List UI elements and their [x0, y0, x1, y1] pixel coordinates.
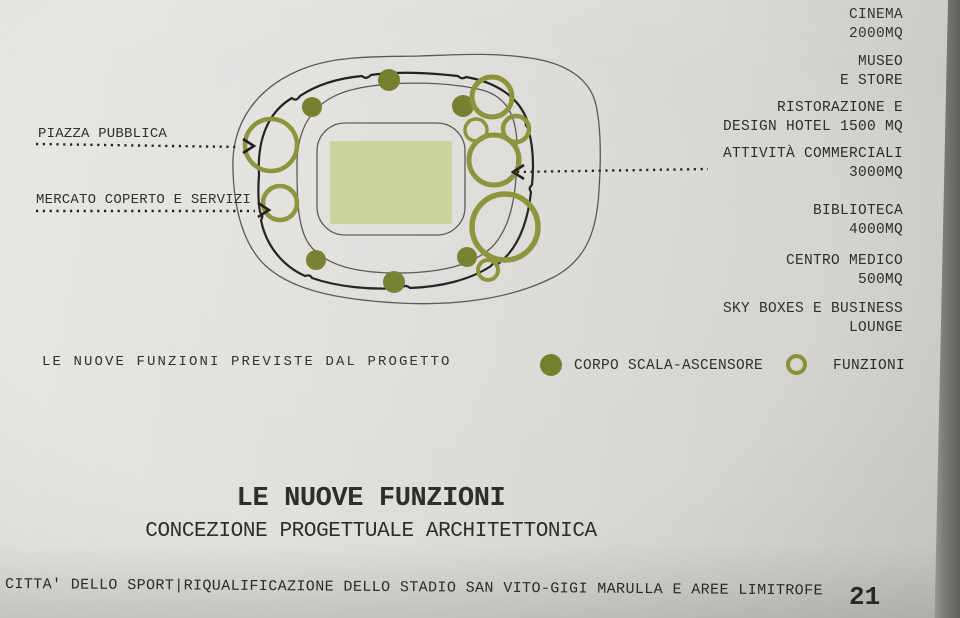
- page-title: LE NUOVE FUNZIONI: [236, 484, 506, 514]
- annotation-line: 4000MQ: [848, 221, 903, 238]
- annotation-line: ATTIVITÀ COMMERCIALI: [722, 146, 903, 162]
- right-annotation-column: CINEMA 2000MQ MUSEO E STORE RISTORAZIONE…: [593, 0, 903, 350]
- stair-core-dot: [378, 69, 400, 91]
- leader-line-commerciali: [516, 167, 709, 174]
- stair-core-dot: [383, 271, 405, 293]
- leader-line-piazza: [35, 142, 241, 149]
- stair-core-legend-icon: [540, 354, 562, 376]
- stadium-diagram: [35, 53, 709, 305]
- function-legend-icon: [786, 354, 807, 375]
- stair-core-dot: [306, 250, 326, 270]
- function-circle: [466, 132, 522, 188]
- stair-core-dot: [452, 95, 474, 117]
- annotation-sky-boxes: SKY BOXES E BUSINESS LOUNGE: [593, 300, 903, 337]
- leader-arrow-commerciali: [510, 163, 525, 181]
- annotation-line: 2000MQ: [848, 25, 903, 42]
- diagram-caption: LE NUOVE FUNZIONI PREVISTE DAL PROGETTO: [42, 354, 452, 370]
- annotation-line: SKY BOXES E BUSINESS: [722, 301, 903, 317]
- footer-project-title: CITTA' DELLO SPORT|RIQUALIFICAZIONE DELL…: [4, 576, 823, 600]
- annotation-line: LOUNGE: [848, 319, 903, 336]
- annotation-line: 500MQ: [857, 271, 903, 288]
- stand-wavy-path: [257, 71, 535, 290]
- function-circle: [476, 258, 500, 282]
- page-subtitle: CONCEZIONE PROGETTUALE ARCHITETTONICA: [145, 520, 597, 543]
- annotation-biblioteca: BIBLIOTECA 4000MQ: [593, 202, 903, 239]
- title-block: LE NUOVE FUNZIONI CONCEZIONE PROGETTUALE…: [0, 484, 742, 543]
- function-circle: [500, 113, 532, 145]
- annotation-line: 3000MQ: [848, 164, 903, 181]
- annotation-line: RISTORAZIONE E: [776, 100, 903, 116]
- annotation-line: CENTRO MEDICO: [785, 253, 903, 269]
- leader-arrow-mercato: [257, 201, 272, 219]
- legend-label-corpo-scala: CORPO SCALA-ASCENSORE: [574, 358, 764, 374]
- annotation-line: MUSEO: [857, 54, 903, 70]
- annotation-cinema: CINEMA 2000MQ: [593, 6, 903, 43]
- annotation-attivita-commerciali: ATTIVITÀ COMMERCIALI 3000MQ: [593, 145, 903, 182]
- pitch-border: [316, 122, 466, 236]
- function-circle-piazza: [242, 116, 300, 174]
- annotation-line: BIBLIOTECA: [812, 203, 903, 219]
- annotation-line: E STORE: [839, 72, 903, 89]
- annotation-ristorazione: RISTORAZIONE E DESIGN HOTEL 1500 MQ: [593, 99, 903, 136]
- annotation-mercato-coperto: MERCATO COPERTO E SERVIZI: [36, 192, 252, 208]
- function-circle: [469, 74, 515, 120]
- function-circle-mercato: [260, 183, 300, 223]
- annotation-line: CINEMA: [848, 7, 903, 23]
- annotation-line: DESIGN HOTEL 1500 MQ: [722, 118, 903, 135]
- pitch-field: [330, 141, 452, 224]
- stair-core-dot: [457, 247, 477, 267]
- annotation-centro-medico: CENTRO MEDICO 500MQ: [593, 252, 903, 289]
- leader-arrow-piazza: [242, 137, 257, 155]
- page-number: 21: [849, 582, 881, 612]
- stair-core-dot: [302, 97, 322, 117]
- annotation-piazza-pubblica: PIAZZA PUBBLICA: [38, 126, 168, 142]
- annotation-museo: MUSEO E STORE: [593, 53, 903, 90]
- legend-label-funzioni: FUNZIONI: [833, 358, 906, 374]
- outer-boundary-path: [232, 53, 601, 305]
- function-circle: [469, 191, 541, 263]
